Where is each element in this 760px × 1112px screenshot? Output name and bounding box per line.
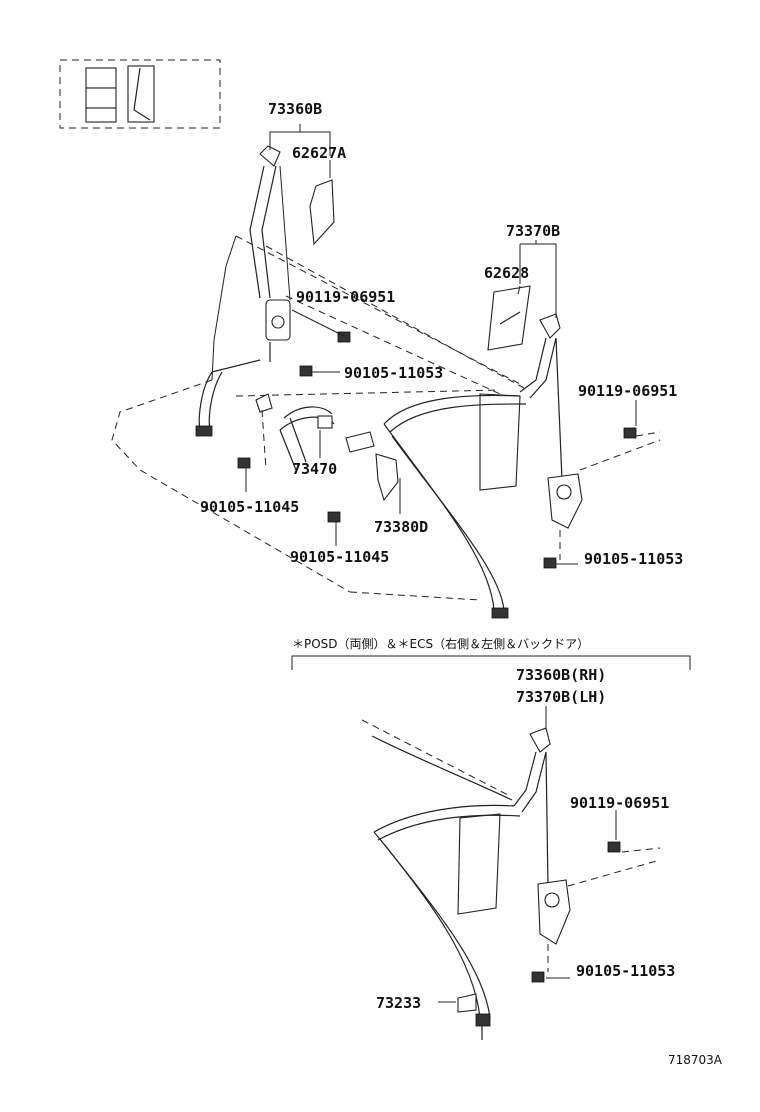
label-62627a: 62627A — [292, 144, 346, 162]
label-62628: 62628 — [484, 264, 529, 282]
label-73380d: 73380D — [374, 518, 428, 536]
label-73233: 73233 — [376, 994, 421, 1012]
bolt-icon — [237, 331, 637, 983]
label-90119-06951-b: 90119-06951 — [578, 382, 677, 400]
label-73370b: 73370B — [506, 222, 560, 240]
right-belt-assembly — [383, 313, 661, 619]
label-90105-11045-a: 90105-11045 — [200, 498, 299, 516]
label-73360b: 73360B — [268, 100, 322, 118]
label-90119-06951-c: 90119-06951 — [570, 794, 669, 812]
leader-lines — [245, 124, 691, 1003]
label-90119-06951-a: 90119-06951 — [296, 288, 395, 306]
rear-seat-outline — [111, 235, 525, 601]
variant-belt-assembly — [361, 719, 661, 1040]
buckle-73470 — [279, 406, 335, 471]
left-belt-assembly — [195, 145, 291, 471]
label-90105-11053-c: 90105-11053 — [576, 962, 675, 980]
variant-note: ＊POSD（両側）＆＊ECS（右側＆左側＆バックドア） — [292, 636, 589, 651]
label-73470: 73470 — [292, 460, 337, 478]
label-90105-11053-b: 90105-11053 — [584, 550, 683, 568]
label-90105-11053-a: 90105-11053 — [344, 364, 443, 382]
cover-62627a — [309, 179, 335, 246]
label-73370b-lh: 73370B(LH) — [516, 688, 606, 706]
figure-id: 718703A — [668, 1053, 723, 1067]
buckle-73380d — [345, 431, 399, 502]
seat-locator-icon — [59, 59, 221, 129]
label-90105-11045-b: 90105-11045 — [290, 548, 389, 566]
label-73360b-rh: 73360B(RH) — [516, 666, 606, 684]
